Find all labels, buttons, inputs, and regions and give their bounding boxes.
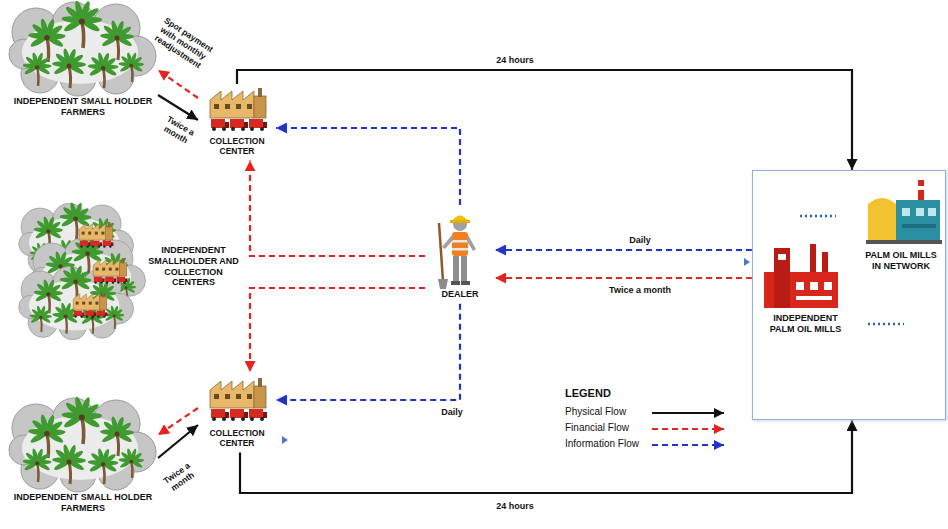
flow-arrow xyxy=(158,408,198,435)
edge-label: Daily xyxy=(440,407,464,417)
entity-node: DEALER xyxy=(425,205,495,304)
mill-icon xyxy=(866,180,942,244)
flow-arrow xyxy=(250,288,425,372)
entity-node: INDEPENDENT SMALL HOLDER FARMERS xyxy=(8,400,158,518)
edge-label: 24 hours xyxy=(495,55,535,65)
node-label: INDEPENDENT SMALLHOLDER AND COLLECTION C… xyxy=(146,245,241,288)
group-box: INDEPENDENT PALM OIL MILLS PALM OIL MILLS… xyxy=(752,170,946,420)
factory-icon xyxy=(210,378,267,421)
legend-sample xyxy=(652,444,724,446)
legend-text: Financial Flow xyxy=(565,422,629,433)
legend-sample xyxy=(652,412,724,414)
node-label: DEALER xyxy=(427,289,493,300)
node-label: INDEPENDENT PALM OIL MILLS xyxy=(760,313,851,335)
node-label: COLLECTION CENTER xyxy=(200,136,274,156)
mill-icon xyxy=(764,244,838,308)
dotted-mark xyxy=(800,215,836,218)
flow-arrow xyxy=(237,70,852,170)
palm-cluster xyxy=(9,396,156,492)
factory-icon xyxy=(79,222,113,248)
legend-text: Information Flow xyxy=(565,438,639,449)
flow-arrow xyxy=(495,277,752,279)
edge-label: Twice a month xyxy=(156,457,205,499)
node-label: COLLECTION CENTER xyxy=(200,428,274,448)
pointer-mark xyxy=(744,258,750,266)
entity-node: INDEPENDENT SMALLHOLDER AND COLLECTION C… xyxy=(18,205,243,330)
node-label: PALM OIL MILLS IN NETWORK xyxy=(860,250,942,272)
edge-label: Twice a month xyxy=(153,111,203,151)
factory-icon xyxy=(73,292,107,318)
legend-text: Physical Flow xyxy=(565,406,626,417)
factory-icon xyxy=(93,258,127,284)
edge-label: Twice a month xyxy=(608,285,672,295)
factory-icon xyxy=(210,88,267,131)
flow-arrow xyxy=(276,304,460,400)
palm-cluster xyxy=(9,0,156,96)
entity-node: COLLECTION CENTER xyxy=(198,84,276,160)
node-label: INDEPENDENT SMALL HOLDER FARMERS xyxy=(10,96,156,118)
flow-arrow xyxy=(495,249,752,251)
entity-node: PALM OIL MILLS IN NETWORK xyxy=(858,176,944,276)
dotted-mark xyxy=(868,323,904,326)
edge-label: 24 hours xyxy=(495,501,535,511)
dealer-figure xyxy=(438,216,476,290)
entity-node: INDEPENDENT SMALL HOLDER FARMERS xyxy=(8,4,158,122)
flow-arrow xyxy=(250,160,425,256)
edge-label: Daily xyxy=(628,235,652,245)
flow-arrow xyxy=(276,128,460,205)
edge-label: Spot payment with monthly readjustment xyxy=(147,13,220,75)
legend-sample xyxy=(652,428,724,430)
flow-arrow xyxy=(158,70,198,98)
entity-node: INDEPENDENT PALM OIL MILLS xyxy=(758,239,853,339)
pointer-mark xyxy=(282,436,288,444)
node-label: INDEPENDENT SMALL HOLDER FARMERS xyxy=(10,492,156,514)
flow-arrow xyxy=(240,420,852,493)
legend-title: LEGEND xyxy=(565,387,611,399)
entity-node: COLLECTION CENTER xyxy=(198,372,276,452)
